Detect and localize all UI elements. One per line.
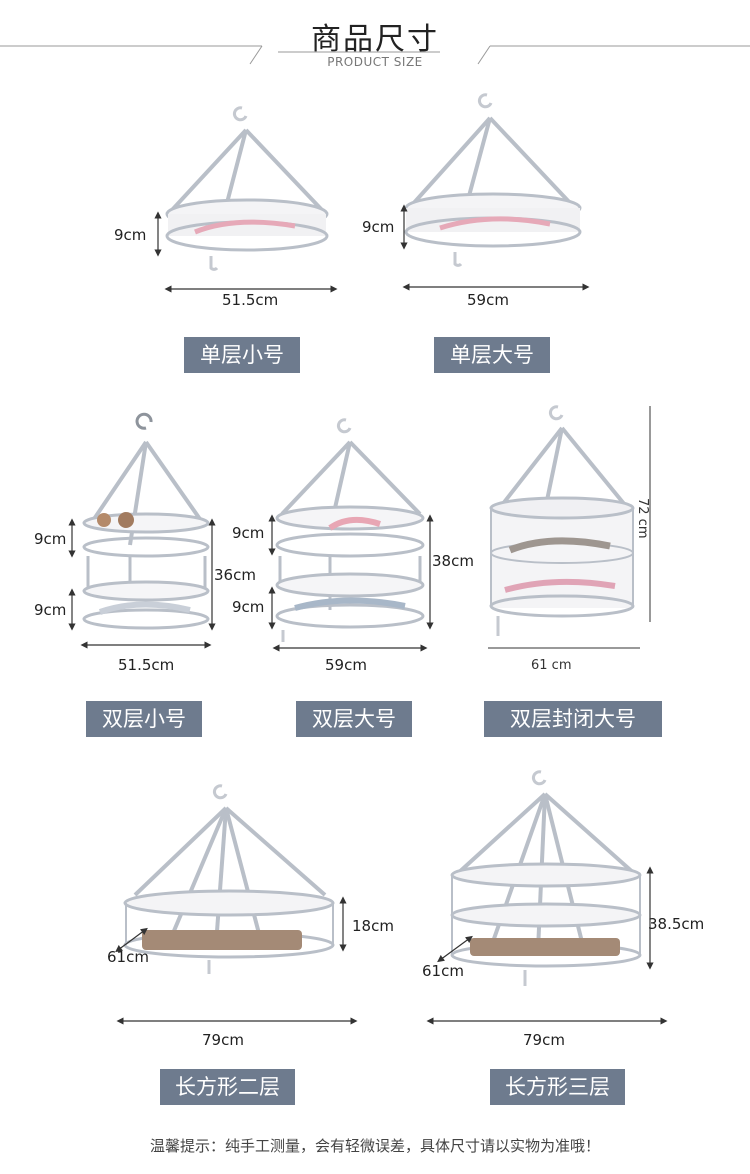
dim-width: 79cm <box>202 1031 244 1049</box>
product-label-rect-two: 长方形二层 <box>160 1069 295 1105</box>
footer-note: 温馨提示：纯手工测量，会有轻微误差，具体尺寸请以实物为准哦！ <box>149 1137 600 1155</box>
dim-lines-rect-three <box>426 866 668 1025</box>
dim-total-height: 72 cm <box>635 498 650 539</box>
dim-width: 59cm <box>467 291 509 309</box>
product-label-single-small: 单层小号 <box>184 337 300 373</box>
product-label-double-small: 双层小号 <box>86 701 202 737</box>
product-label-double-large: 双层大号 <box>296 701 412 737</box>
dim-tier-height: 9cm <box>232 524 265 542</box>
rack-double-enclosed <box>489 405 635 636</box>
dim-tier-height: 9cm <box>34 530 67 548</box>
product-label-single-large: 单层大号 <box>434 337 550 373</box>
dim-width: 59cm <box>325 656 367 674</box>
dim-width: 51.5cm <box>222 291 279 309</box>
dim-total-height: 38.5cm <box>648 915 705 933</box>
dim-height: 9cm <box>362 218 395 236</box>
rack-rect-three <box>450 770 642 986</box>
dim-tier-height: 9cm <box>34 601 67 619</box>
dim-width: 79cm <box>523 1031 565 1049</box>
header-divider <box>0 45 750 65</box>
dim-lines-rect-two <box>115 896 358 1025</box>
page-title: 商品尺寸 <box>311 22 439 57</box>
rack-double-large <box>275 418 425 642</box>
dim-depth: 61cm <box>107 948 149 966</box>
dim-depth: 61cm <box>422 962 464 980</box>
rack-single-small <box>165 106 329 271</box>
rack-double-small <box>82 412 210 630</box>
dim-total-height: 36cm <box>214 566 256 584</box>
dim-tier-height: 9cm <box>232 598 265 616</box>
dim-width: 61 cm <box>531 658 572 673</box>
dim-lines-double-enclosed <box>488 406 651 649</box>
dim-height: 9cm <box>114 226 147 244</box>
dim-lines-double-small <box>68 518 216 649</box>
dim-total-height: 38cm <box>432 552 474 570</box>
rack-single-large <box>404 93 582 267</box>
dim-lines-single-large <box>400 204 590 291</box>
product-label-rect-three: 长方形三层 <box>490 1069 625 1105</box>
rack-rect-two <box>123 784 335 974</box>
dim-width: 51.5cm <box>118 656 175 674</box>
dim-tier-height: 18cm <box>352 917 394 935</box>
page-subtitle: PRODUCT SIZE <box>327 55 423 69</box>
product-label-double-enclosed: 双层封闭大号 <box>484 701 662 737</box>
dim-lines-single-small <box>154 211 338 293</box>
dim-lines-double-large <box>268 514 434 652</box>
